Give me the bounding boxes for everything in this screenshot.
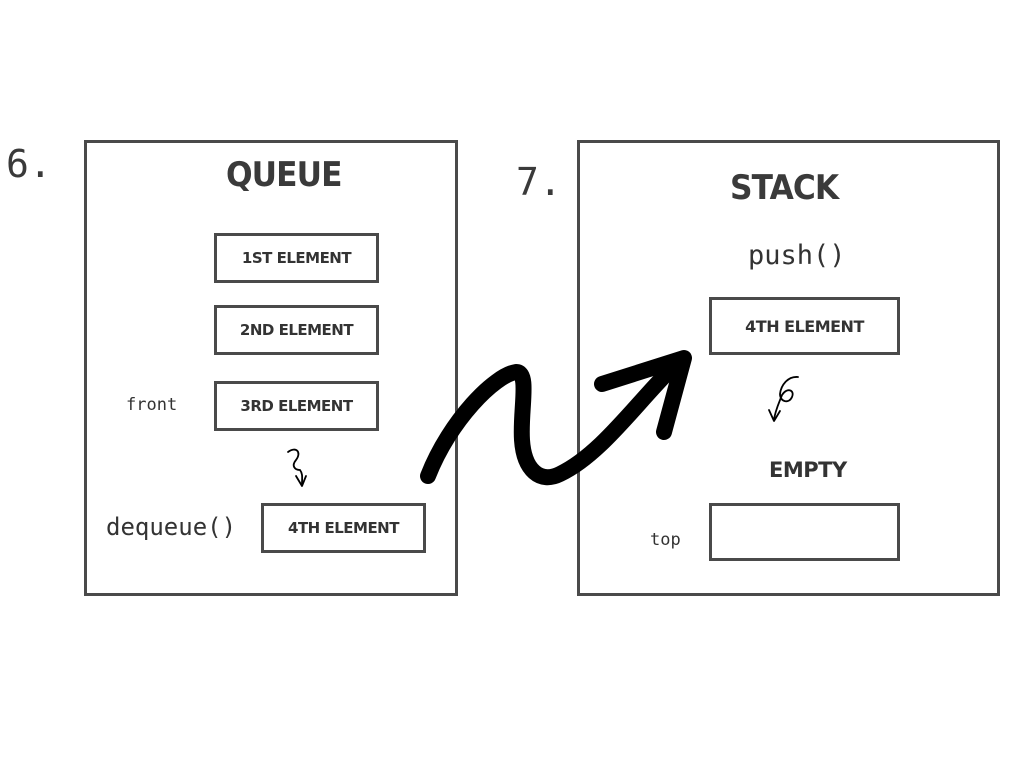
stack-title: STACK (730, 168, 839, 208)
dequeue-label: dequeue() (106, 513, 237, 541)
big-curved-arrow-icon (420, 350, 692, 486)
front-label: front (126, 395, 178, 415)
step-number-6: 6. (6, 142, 52, 186)
step-number-7: 7. (516, 160, 562, 204)
top-label: top (650, 530, 681, 550)
handwritten-down-arrow-icon (768, 376, 799, 422)
queue-element-4: 4TH ELEMENT (261, 503, 426, 553)
stack-element-4: 4TH ELEMENT (709, 297, 900, 355)
queue-title: QUEUE (226, 155, 342, 195)
handwritten-down-arrow-icon (287, 448, 307, 487)
stack-top-slot (709, 503, 900, 561)
empty-label: EMPTY (769, 458, 847, 482)
queue-element-3: 3RD ELEMENT (214, 381, 379, 431)
push-label: push() (748, 240, 846, 271)
queue-element-2: 2ND ELEMENT (214, 305, 379, 355)
queue-element-1: 1ST ELEMENT (214, 233, 379, 283)
